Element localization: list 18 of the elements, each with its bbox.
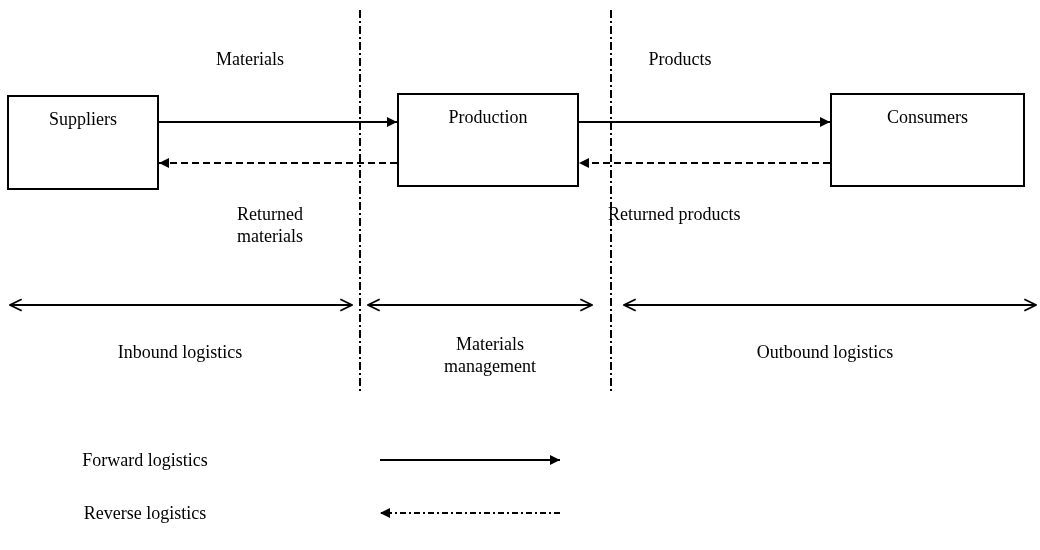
edge-label: Returned materials xyxy=(236,203,304,247)
section-label: Outbound logistics xyxy=(755,341,895,363)
arrow xyxy=(578,158,831,168)
arrow xyxy=(158,117,398,127)
arrow xyxy=(578,117,831,127)
node-label: Consumers xyxy=(886,107,969,128)
arrow xyxy=(158,158,398,168)
entity-box xyxy=(397,93,579,187)
entity-box xyxy=(830,93,1025,187)
edge-label: Products xyxy=(647,48,713,70)
legend-label: Forward logistics xyxy=(81,449,209,471)
edge-label: Materials xyxy=(215,48,285,70)
section-label: Materials management xyxy=(443,333,537,377)
section-label: Inbound logistics xyxy=(116,341,244,363)
legend-label: Reverse logistics xyxy=(82,502,208,524)
node-label: Suppliers xyxy=(48,109,118,130)
entity-box xyxy=(7,95,159,190)
node-label: Production xyxy=(447,107,529,128)
